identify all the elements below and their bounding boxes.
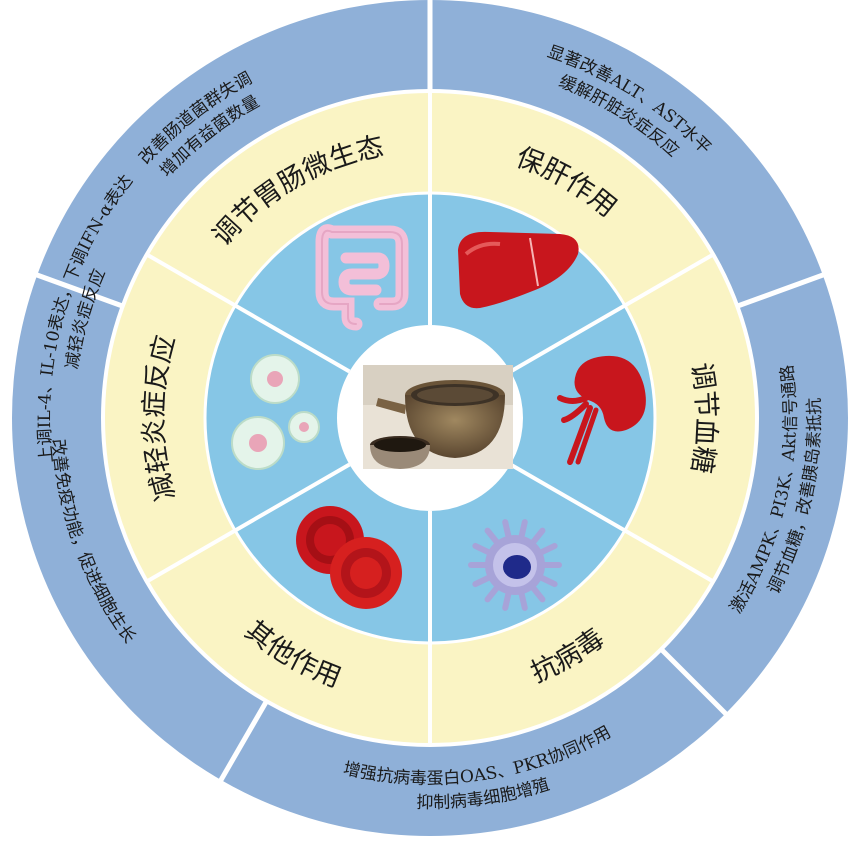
divider-outer xyxy=(34,272,124,309)
red-blood-cell-icon xyxy=(296,506,402,609)
center-disc xyxy=(337,325,523,511)
divider-outer xyxy=(217,699,269,783)
divider-outer xyxy=(659,647,729,717)
divider-inner xyxy=(509,252,715,374)
divider-outer xyxy=(736,272,826,309)
intestine-icon xyxy=(315,224,409,331)
divider-inner xyxy=(145,462,351,584)
herbal-decoction-pot-icon xyxy=(363,365,513,469)
virus-cell-icon xyxy=(468,519,562,611)
sector-icons xyxy=(231,224,646,611)
ring-border xyxy=(101,89,759,747)
divider-inner xyxy=(509,462,715,584)
pancreas-icon xyxy=(557,355,646,465)
ring-border xyxy=(203,191,657,645)
liver-icon xyxy=(458,231,579,309)
divider-inner xyxy=(145,252,351,374)
immune-cells-icon xyxy=(231,354,320,470)
sector-dividers xyxy=(34,0,826,783)
